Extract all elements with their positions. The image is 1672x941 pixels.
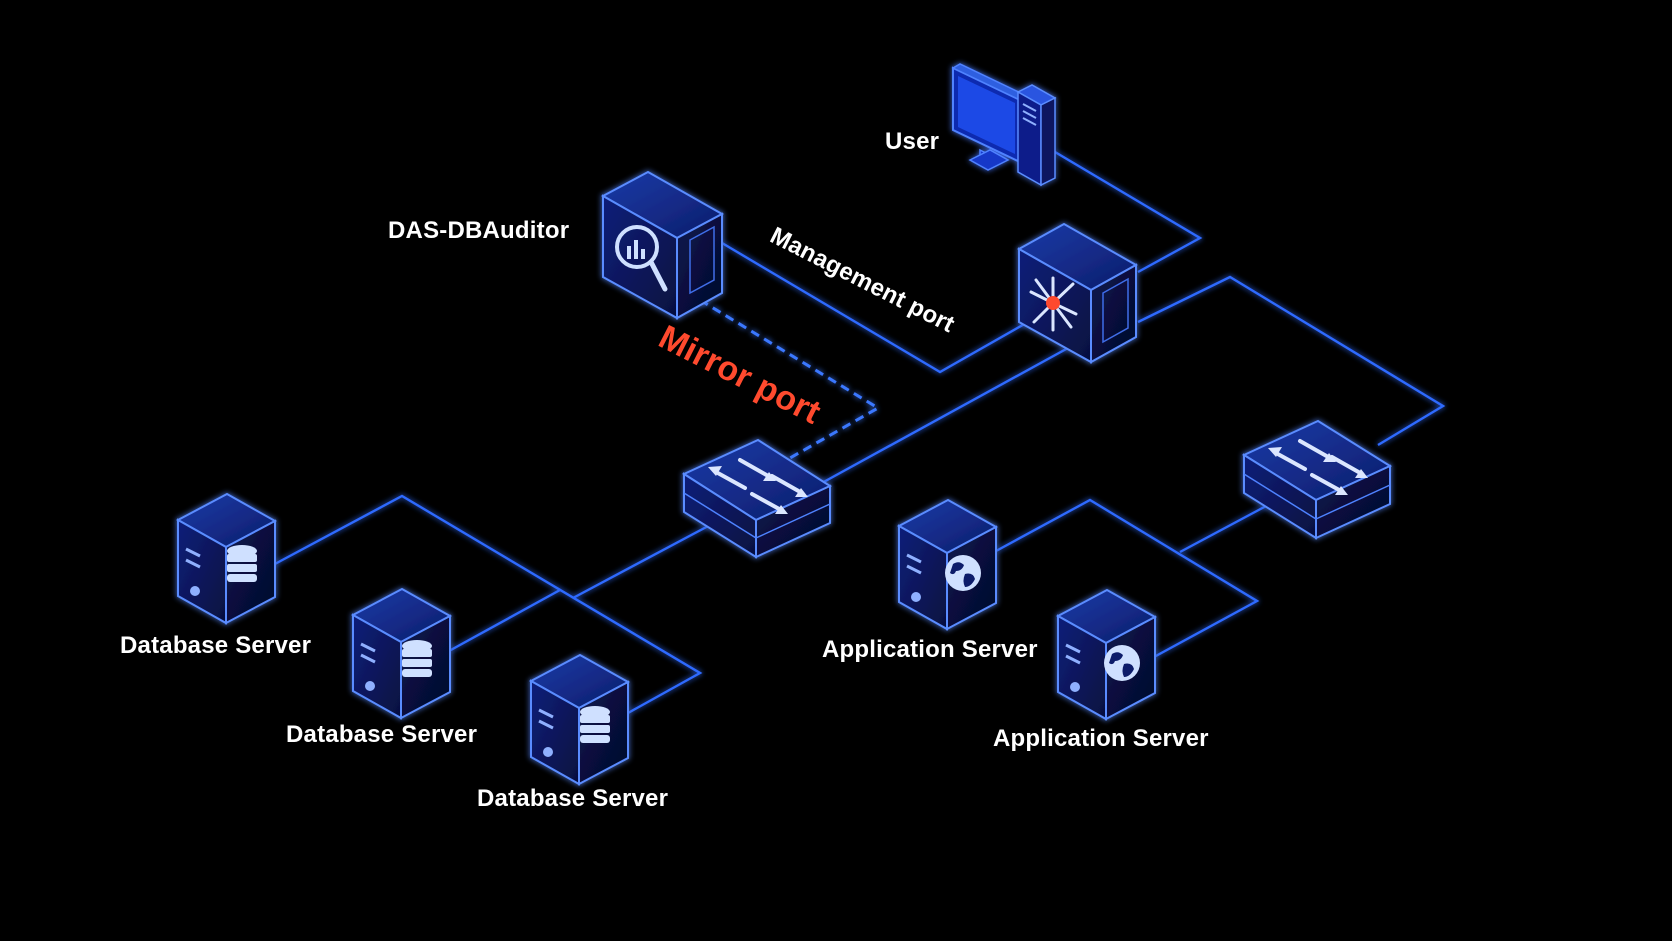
app-switch[interactable] (1241, 419, 1393, 540)
database-server-2[interactable] (350, 587, 453, 720)
link-appswitch-trunk (1179, 503, 1269, 554)
desktop-computer-icon (951, 63, 1057, 187)
link-user-core (1054, 150, 1203, 274)
label-das-dbauditor: DAS-DBAuditor (388, 217, 570, 244)
core-switch[interactable] (1016, 222, 1139, 364)
das-dbauditor-appliance[interactable] (600, 170, 725, 320)
application-server-2[interactable] (1055, 588, 1158, 721)
db-switch[interactable] (681, 438, 833, 559)
label-application-server-2: Application Server (993, 725, 1209, 752)
switch-arrows-icon (1268, 439, 1368, 495)
database-server-3[interactable] (528, 653, 631, 786)
label-user: User (885, 128, 940, 155)
switch-arrows-icon (708, 458, 808, 514)
links (272, 150, 1446, 715)
database-icon (580, 706, 610, 743)
label-application-server-1: Application Server (822, 636, 1038, 663)
label-database-server-2: Database Server (286, 721, 478, 748)
globe-icon (945, 555, 981, 591)
application-server-1[interactable] (896, 498, 999, 631)
link-db1 (272, 494, 703, 715)
label-database-server-3: Database Server (477, 785, 669, 812)
link-core-appswitch (1137, 275, 1446, 447)
star-hub-icon (1029, 276, 1078, 332)
globe-icon (1104, 645, 1140, 681)
database-icon (227, 545, 257, 582)
database-server-1[interactable] (175, 492, 278, 625)
link-app1 (995, 498, 1260, 659)
link-core-dbswitch (819, 346, 1069, 486)
magnifier-chart-icon (615, 225, 668, 292)
database-icon (402, 640, 432, 677)
link-das-core-management (721, 241, 1029, 374)
label-database-server-1: Database Server (120, 632, 312, 659)
user-computer[interactable] (951, 63, 1057, 187)
link-db2 (448, 588, 561, 653)
link-dbswitch-trunk (572, 522, 713, 600)
